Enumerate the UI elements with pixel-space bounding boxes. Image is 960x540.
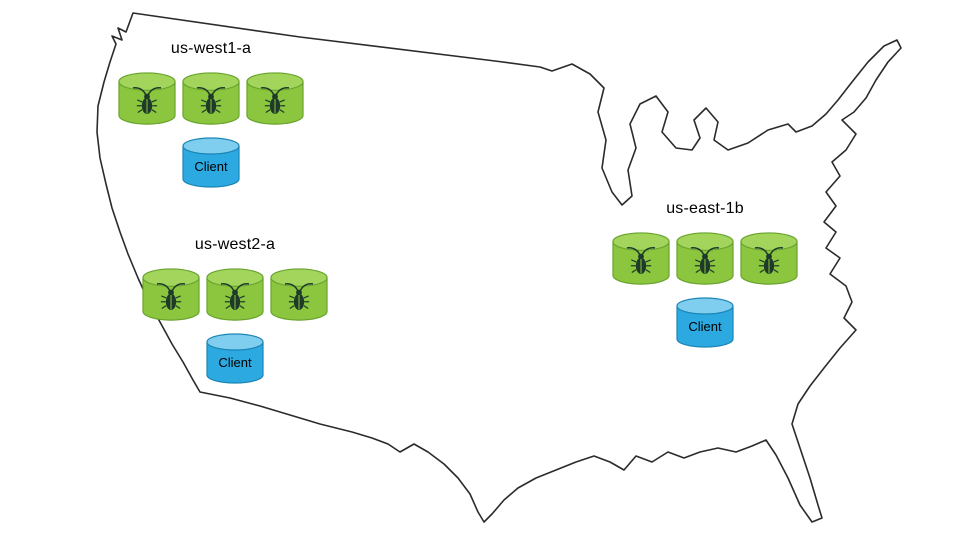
region-label: us-west1-a xyxy=(170,40,252,57)
db-node-group xyxy=(142,267,328,323)
db-node-cylinder xyxy=(740,232,798,285)
us-map-border-path xyxy=(96,12,902,523)
client-node: Client xyxy=(676,297,734,349)
region-label: us-west2-a xyxy=(194,236,276,253)
cockroach-icon xyxy=(612,232,670,285)
cockroach-icon xyxy=(118,72,176,125)
db-node-cylinder xyxy=(270,268,328,321)
db-node-cylinder xyxy=(206,268,264,321)
cockroach-icon xyxy=(142,268,200,321)
region-label: us-east-1b xyxy=(666,200,744,217)
region-us-west1-a: us-west1-a Client xyxy=(116,40,306,189)
db-node-group xyxy=(612,231,798,287)
db-node-cylinder xyxy=(676,232,734,285)
db-node-cylinder xyxy=(246,72,304,125)
client-label: Client xyxy=(218,355,252,370)
client-node: Client xyxy=(182,137,240,189)
cockroach-icon xyxy=(270,268,328,321)
cockroach-icon xyxy=(740,232,798,285)
cockroach-icon xyxy=(246,72,304,125)
cockroach-icon xyxy=(182,72,240,125)
cockroach-icon xyxy=(206,268,264,321)
client-label: Client xyxy=(688,319,722,334)
db-node-cylinder xyxy=(142,268,200,321)
db-node-cylinder xyxy=(118,72,176,125)
db-node-cylinder xyxy=(182,72,240,125)
db-node-group xyxy=(118,71,304,127)
region-us-east-1b: us-east-1b Client xyxy=(610,200,800,349)
client-label: Client xyxy=(194,159,228,174)
client-node: Client xyxy=(206,333,264,385)
region-us-west2-a: us-west2-a Client xyxy=(140,236,330,385)
db-node-cylinder xyxy=(612,232,670,285)
cockroach-icon xyxy=(676,232,734,285)
